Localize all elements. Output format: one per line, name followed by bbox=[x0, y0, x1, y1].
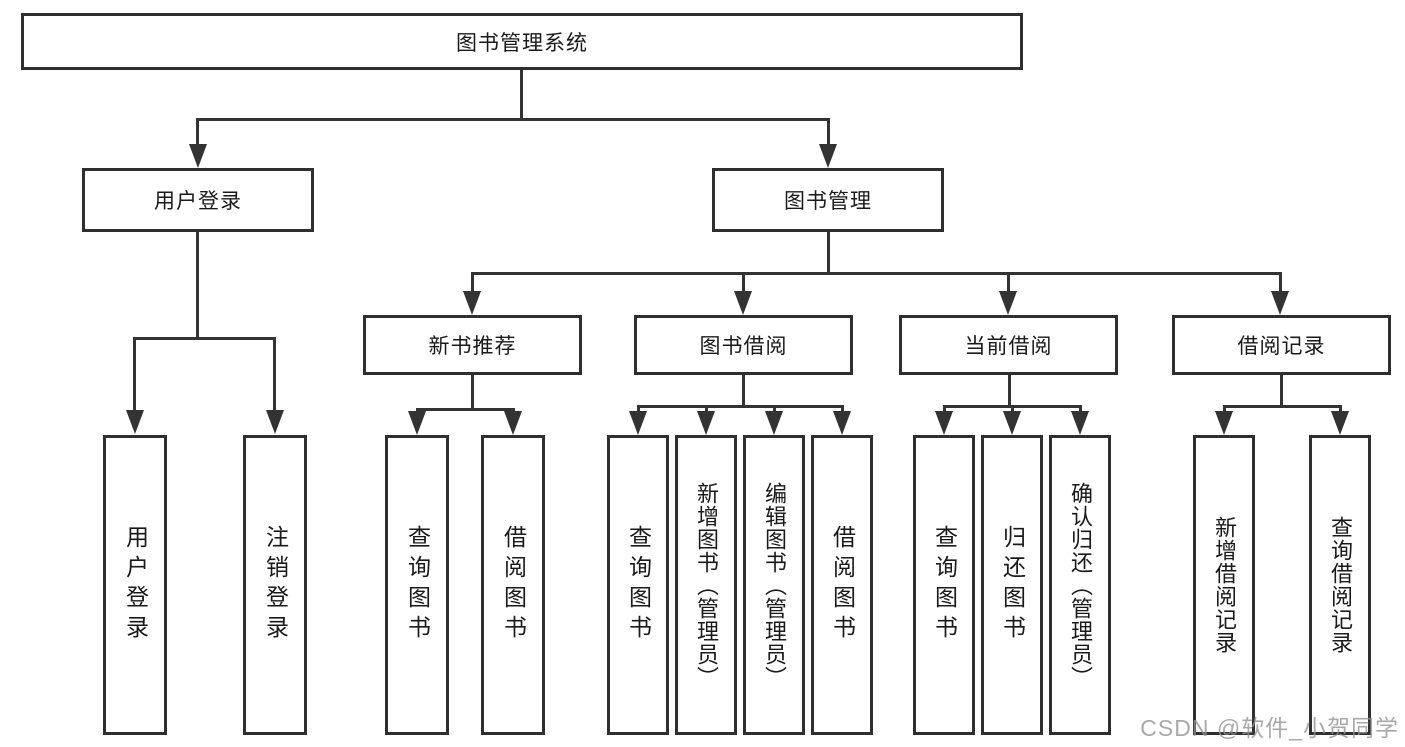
connector-line bbox=[742, 272, 745, 292]
connector-line bbox=[1280, 375, 1283, 405]
arrow-down-icon bbox=[734, 291, 752, 315]
leaf-query-borrow-record: 查询借阅记录 bbox=[1309, 435, 1371, 735]
leaf-user-login: 用户登录 bbox=[103, 435, 167, 735]
connector-line bbox=[471, 272, 1281, 275]
connector-line bbox=[133, 337, 136, 411]
leaf-borrow-books: 借阅图书 bbox=[481, 435, 545, 735]
connector-line bbox=[841, 405, 844, 413]
leaf-query-books: 查询图书 bbox=[607, 435, 669, 735]
arrow-down-icon bbox=[999, 291, 1017, 315]
connector-line bbox=[1079, 405, 1082, 413]
node-book-management: 图书管理 bbox=[712, 168, 944, 232]
connector-line bbox=[1011, 405, 1014, 413]
leaf-confirm-return-admin: 确认归还（管理员） bbox=[1049, 435, 1111, 735]
connector-line bbox=[196, 232, 199, 337]
connector-line bbox=[637, 405, 844, 408]
connector-line bbox=[196, 118, 199, 146]
node-current-borrow: 当前借阅 bbox=[899, 315, 1118, 375]
connector-line bbox=[196, 118, 830, 121]
csdn-watermark: CSDN @软件_小贺同学 bbox=[1140, 715, 1399, 741]
connector-line bbox=[471, 272, 474, 292]
leaf-query-books: 查询图书 bbox=[913, 435, 975, 735]
leaf-logout: 注销登录 bbox=[243, 435, 307, 735]
node-book-borrow: 图书借阅 bbox=[634, 315, 853, 375]
node-new-book-recommend: 新书推荐 bbox=[363, 315, 582, 375]
arrow-down-icon bbox=[1215, 411, 1233, 435]
node-user-login: 用户登录 bbox=[82, 168, 314, 232]
arrow-down-icon bbox=[697, 411, 715, 435]
connector-line bbox=[273, 337, 276, 411]
connector-line bbox=[1279, 272, 1282, 292]
arrow-down-icon bbox=[266, 410, 284, 434]
arrow-down-icon bbox=[126, 410, 144, 434]
node-root-library-system: 图书管理系统 bbox=[21, 13, 1023, 70]
connector-line bbox=[133, 337, 275, 340]
connector-line bbox=[637, 405, 640, 413]
arrow-down-icon bbox=[1003, 411, 1021, 435]
arrow-down-icon bbox=[629, 411, 647, 435]
connector-line bbox=[416, 408, 514, 411]
connector-line bbox=[827, 232, 830, 272]
leaf-return-books: 归还图书 bbox=[981, 435, 1043, 735]
node-borrow-records: 借阅记录 bbox=[1172, 315, 1391, 375]
leaf-add-books-admin: 新增图书（管理员） bbox=[675, 435, 737, 735]
arrow-down-icon bbox=[935, 411, 953, 435]
arrow-down-icon bbox=[1271, 291, 1289, 315]
arrow-down-icon bbox=[1071, 411, 1089, 435]
connector-line bbox=[520, 70, 523, 118]
connector-line bbox=[705, 405, 708, 413]
connector-line bbox=[773, 405, 776, 413]
arrow-down-icon bbox=[765, 411, 783, 435]
arrow-down-icon bbox=[504, 411, 522, 435]
connector-line bbox=[1339, 405, 1342, 413]
arrow-down-icon bbox=[819, 144, 837, 168]
leaf-edit-books-admin: 编辑图书（管理员） bbox=[743, 435, 805, 735]
connector-line bbox=[1223, 405, 1226, 413]
connector-line bbox=[827, 118, 830, 146]
connector-line bbox=[1007, 272, 1010, 292]
arrow-down-icon bbox=[1331, 411, 1349, 435]
leaf-borrow-books: 借阅图书 bbox=[811, 435, 873, 735]
connector-line bbox=[742, 375, 745, 405]
connector-line bbox=[1008, 375, 1011, 405]
leaf-query-books: 查询图书 bbox=[385, 435, 449, 735]
connector-line bbox=[471, 375, 474, 408]
arrow-down-icon bbox=[463, 291, 481, 315]
connector-line bbox=[1223, 405, 1341, 408]
arrow-down-icon bbox=[408, 411, 426, 435]
arrow-down-icon bbox=[189, 144, 207, 168]
arrow-down-icon bbox=[833, 411, 851, 435]
connector-line bbox=[943, 405, 946, 413]
leaf-add-borrow-record: 新增借阅记录 bbox=[1193, 435, 1255, 735]
